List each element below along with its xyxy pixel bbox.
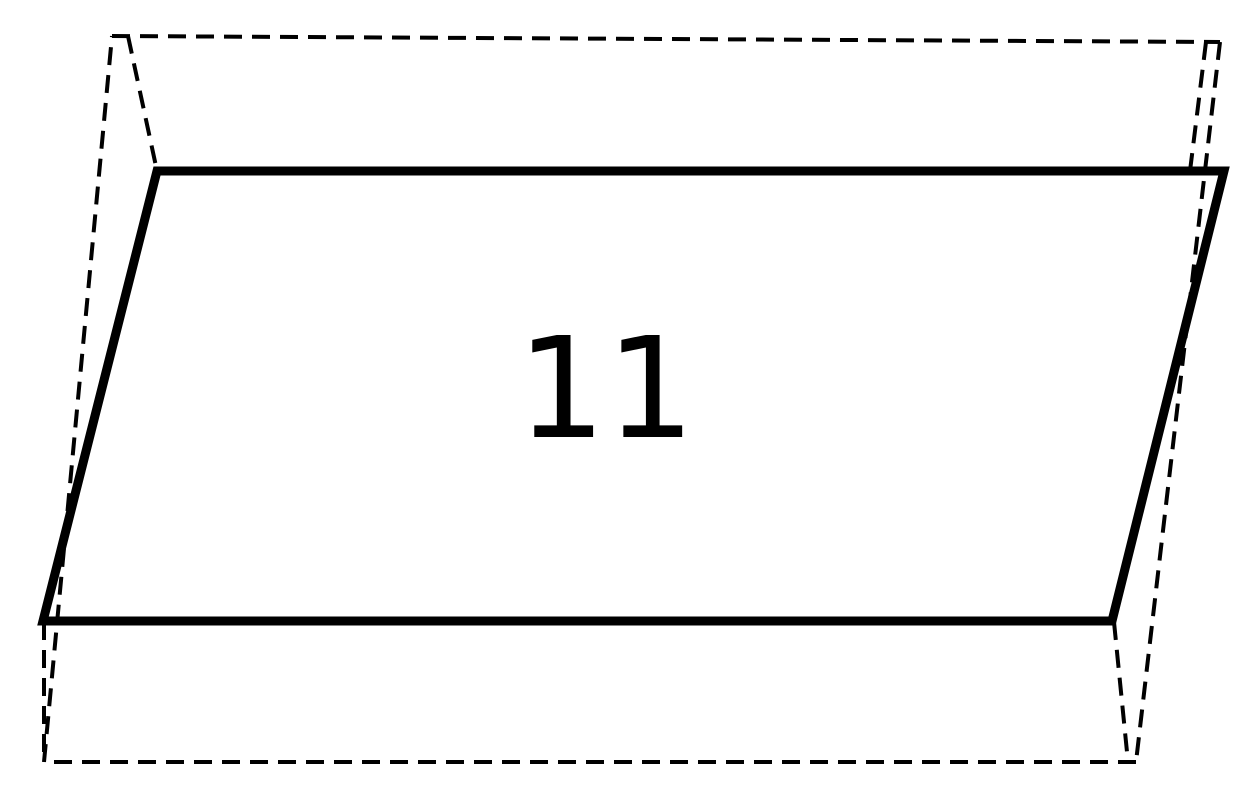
dashed-connector-top-left bbox=[126, 35, 159, 172]
dashed-outline bbox=[42, 34, 1222, 764]
dashed-connector-bottom-right bbox=[1112, 621, 1130, 763]
dashed-left-edge bbox=[42, 35, 114, 763]
solid-parallelogram bbox=[37, 166, 1230, 626]
dashed-top-edge bbox=[111, 34, 1221, 44]
dashed-right-edge bbox=[1134, 41, 1222, 763]
face-label: 11 bbox=[517, 308, 695, 471]
dashed-connector-top-right bbox=[1188, 41, 1208, 172]
